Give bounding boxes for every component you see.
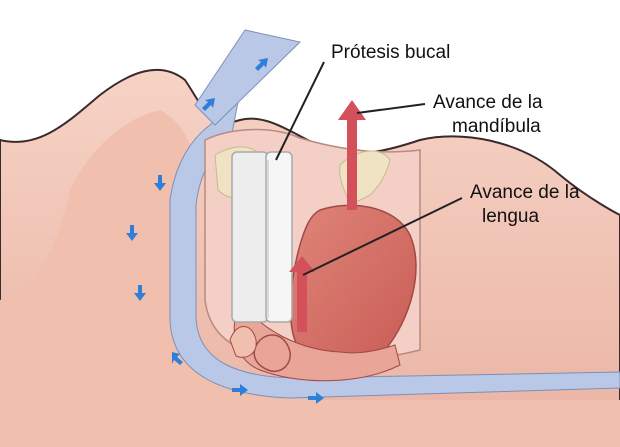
label-jaw-advance-line1: Avance de la bbox=[433, 92, 543, 113]
advance-arrow-icon bbox=[338, 100, 366, 120]
jaw-leader-line bbox=[357, 104, 425, 113]
label-tongue-advance-line2: lengua bbox=[482, 206, 539, 227]
label-jaw-advance-line2: mandíbula bbox=[452, 116, 541, 137]
oral-prosthesis-device bbox=[232, 152, 292, 322]
epiglottis bbox=[254, 335, 290, 371]
label-tongue-advance-line1: Avance de la bbox=[470, 182, 580, 203]
airway-entry bbox=[195, 30, 300, 125]
label-prosthesis: Prótesis bucal bbox=[331, 42, 450, 63]
